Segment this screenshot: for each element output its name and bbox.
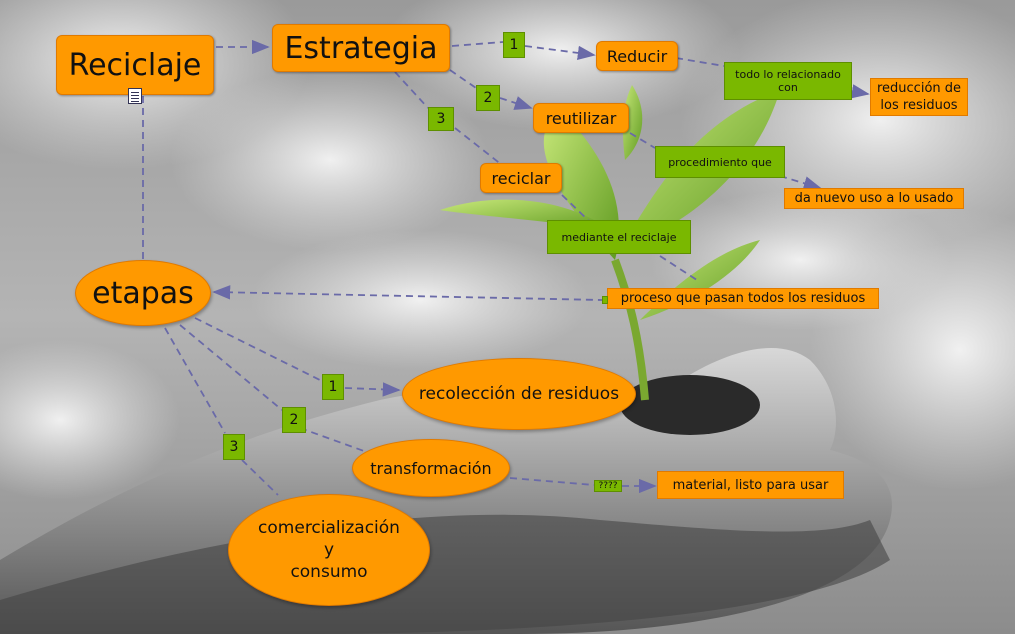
link-label-todo-relacionado[interactable]: todo lo relacionado con bbox=[724, 62, 852, 100]
concept-reciclar[interactable]: reciclar bbox=[480, 163, 562, 193]
link-label-mediante[interactable]: mediante el reciclaje bbox=[547, 220, 691, 254]
concept-transformacion[interactable]: transformación bbox=[352, 439, 510, 497]
link-label-unknown[interactable]: ???? bbox=[594, 480, 622, 492]
concept-recoleccion[interactable]: recolección de residuos bbox=[402, 358, 636, 430]
concept-reduccion-residuos[interactable]: reducción de los residuos bbox=[870, 78, 968, 116]
concept-reciclaje[interactable]: Reciclaje bbox=[56, 35, 214, 95]
link-label-procedimiento[interactable]: procedimiento que bbox=[655, 146, 785, 178]
concept-estrategia[interactable]: Estrategia bbox=[272, 24, 450, 72]
link-label-1-recoleccion[interactable]: 1 bbox=[322, 374, 344, 400]
document-icon[interactable] bbox=[128, 88, 142, 104]
concept-material[interactable]: material, listo para usar bbox=[657, 471, 844, 499]
concept-reducir[interactable]: Reducir bbox=[596, 41, 678, 71]
concept-reutilizar[interactable]: reutilizar bbox=[533, 103, 629, 133]
link-label-1-reducir[interactable]: 1 bbox=[503, 32, 525, 58]
concept-etapas[interactable]: etapas bbox=[75, 260, 211, 326]
link-label-2-reutilizar[interactable]: 2 bbox=[476, 85, 500, 111]
link-label-2-transformacion[interactable]: 2 bbox=[282, 407, 306, 433]
concept-proceso[interactable]: proceso que pasan todos los residuos bbox=[607, 288, 879, 309]
concept-comercializacion[interactable]: comercialización y consumo bbox=[228, 494, 430, 606]
link-label-small-marker bbox=[602, 296, 608, 304]
concept-nuevo-uso[interactable]: da nuevo uso a lo usado bbox=[784, 188, 964, 209]
link-label-3-reciclar[interactable]: 3 bbox=[428, 107, 454, 131]
link-label-3-comercializacion[interactable]: 3 bbox=[223, 434, 245, 460]
